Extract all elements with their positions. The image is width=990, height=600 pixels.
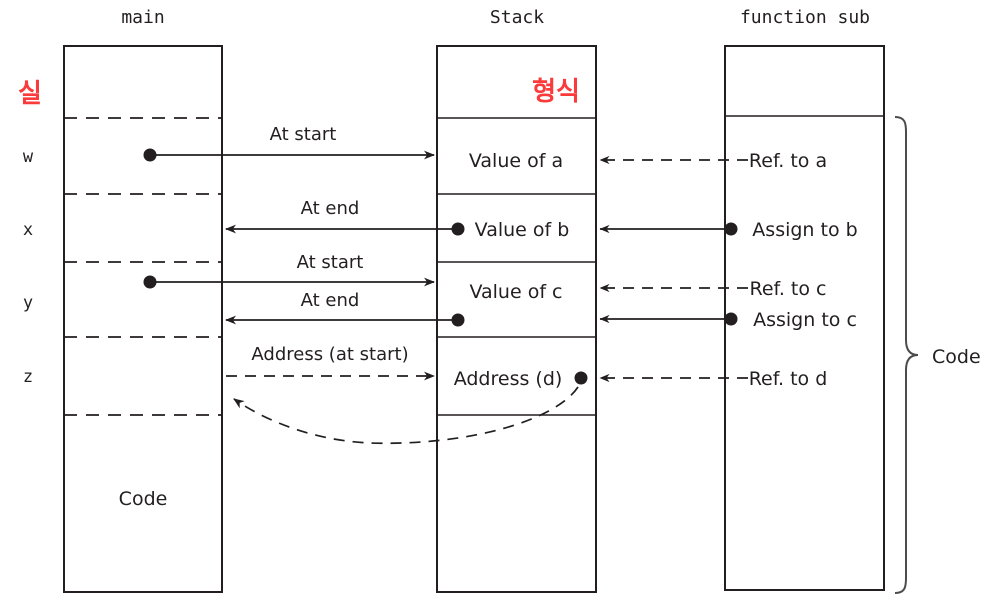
main-variable-w: w bbox=[23, 147, 34, 167]
main-code-label: Code bbox=[119, 488, 168, 510]
edge-at-end-b: At end bbox=[225, 198, 465, 236]
sub-entry-ref-to-a: Ref. to a bbox=[749, 150, 827, 172]
code-brace bbox=[894, 116, 919, 594]
edge-assign-to-b bbox=[599, 222, 738, 236]
dot-sub-assign-to-c bbox=[724, 312, 738, 326]
main-variable-z: z bbox=[23, 367, 33, 387]
stack-cell-value-of-b: Value of b bbox=[475, 219, 570, 241]
edge-at-start-w: At start bbox=[143, 124, 435, 162]
edge-label-address-at-start: Address (at start) bbox=[251, 344, 408, 365]
sub-entry-ref-to-d: Ref. to d bbox=[749, 368, 828, 390]
sub-entry-ref-to-c: Ref. to c bbox=[750, 278, 827, 300]
column-title-stack: Stack bbox=[490, 7, 544, 28]
edge-address-at-start: Address (at start) bbox=[226, 344, 435, 381]
red-annotation-hyeongsik: 형식 bbox=[532, 77, 580, 107]
red-annotation-sil: 실 bbox=[18, 79, 42, 109]
dot-stack-address-d bbox=[574, 371, 588, 385]
sub-entry-assign-to-b: Assign to b bbox=[752, 219, 857, 241]
code-brace-label: Code bbox=[932, 346, 981, 368]
edge-at-start-y: At start bbox=[143, 252, 435, 289]
main-column-box bbox=[63, 45, 223, 593]
edge-label-at-end-1: At end bbox=[301, 198, 360, 219]
edge-address-return-curve bbox=[233, 386, 579, 445]
dot-stack-value-of-c bbox=[451, 313, 465, 327]
dot-stack-value-of-b bbox=[451, 222, 465, 236]
edge-label-at-end-2: At end bbox=[301, 290, 360, 311]
column-title-main: main bbox=[121, 7, 164, 28]
edge-ref-to-d bbox=[574, 371, 748, 385]
stack-cell-value-of-c: Value of c bbox=[469, 281, 562, 303]
stack-column-box bbox=[436, 45, 597, 593]
edge-at-end-c: At end bbox=[225, 290, 465, 327]
main-variable-y: y bbox=[23, 293, 33, 313]
sub-entry-assign-to-c: Assign to c bbox=[753, 309, 857, 331]
stack-cell-value-of-a: Value of a bbox=[469, 150, 563, 172]
main-variable-x: x bbox=[23, 220, 33, 240]
edge-assign-to-c bbox=[599, 312, 738, 326]
dot-main-w bbox=[143, 148, 157, 162]
stack-cell-address-d: Address (d) bbox=[454, 368, 563, 390]
dot-main-y bbox=[143, 275, 157, 289]
column-title-function-sub: function sub bbox=[740, 7, 870, 28]
edge-label-at-start-2: At start bbox=[297, 252, 364, 273]
edge-label-at-start-1: At start bbox=[270, 124, 337, 145]
dot-sub-assign-to-b bbox=[724, 222, 738, 236]
